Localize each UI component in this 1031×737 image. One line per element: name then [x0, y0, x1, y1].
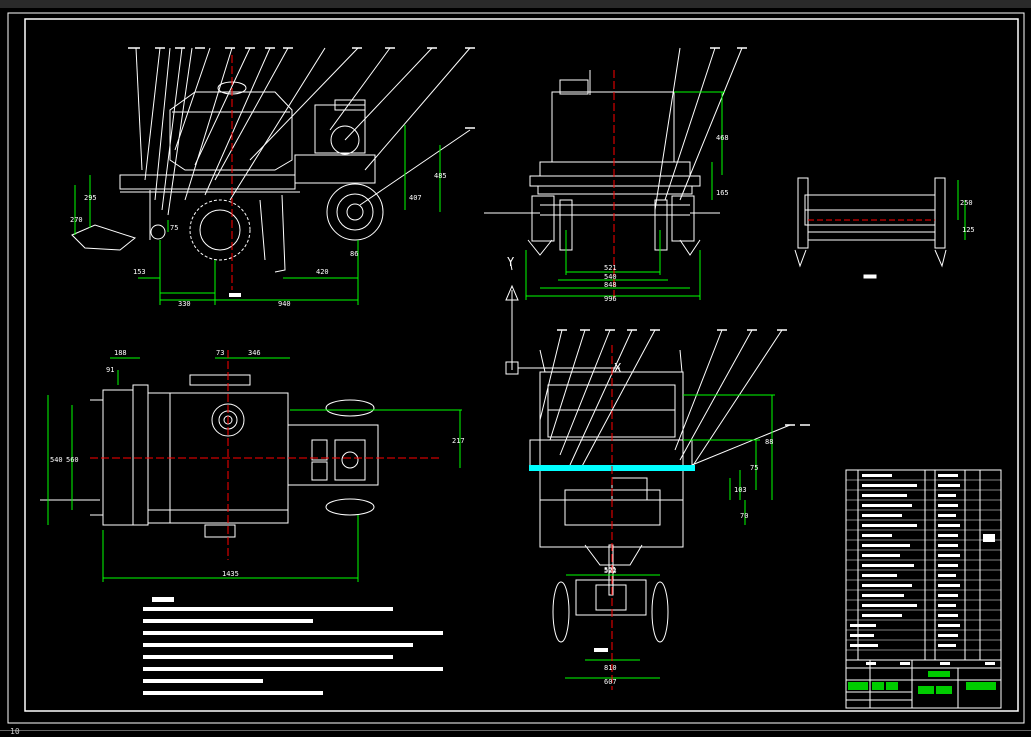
dim-text: 848	[604, 281, 617, 289]
dim-text: 103	[734, 486, 747, 494]
outer-frame	[7, 12, 1025, 724]
command-prompt: 10	[10, 727, 20, 736]
dim-text: 250	[960, 199, 973, 207]
dim-text: 521	[604, 566, 617, 574]
dim-text: 125	[962, 226, 975, 234]
toolbar-strip	[0, 0, 1031, 8]
dim-text: 1435	[222, 570, 239, 578]
front-view	[484, 47, 747, 256]
side-view-dims	[74, 125, 441, 305]
dim-text: 996	[604, 295, 617, 303]
dim-text: 468	[716, 134, 729, 142]
drawing-canvas[interactable]: 153 330 940 420 485 407 295 270 75 86	[0, 8, 1031, 730]
dim-text: 420	[316, 268, 329, 276]
parts-list	[845, 469, 1002, 661]
dim-text: 217	[452, 437, 465, 445]
inner-frame	[24, 18, 1019, 712]
dim-text: 91	[106, 366, 114, 374]
dim-text: 70	[740, 512, 748, 520]
dim-text: 188	[114, 349, 127, 357]
dim-text: 607	[604, 678, 617, 686]
tab-segment[interactable]	[0, 0, 141, 8]
dim-text: 73	[216, 349, 224, 357]
rear-view	[529, 329, 810, 643]
plan-view	[40, 374, 379, 538]
dim-text: 407	[409, 194, 422, 202]
dim-text: 330	[178, 300, 191, 308]
dim-text: 75	[170, 224, 178, 232]
cad-drawing[interactable]: 153 330 940 420 485 407 295 270 75 86	[0, 8, 1031, 730]
tab-segment[interactable]	[880, 0, 1031, 8]
technical-notes	[143, 597, 443, 695]
title-block	[845, 659, 1002, 709]
dim-text: 86	[350, 250, 358, 258]
ucs-icon	[505, 259, 620, 375]
dim-text: 940	[278, 300, 291, 308]
title-block-labels	[848, 671, 996, 694]
axis-x-label: X	[614, 361, 622, 375]
side-view	[71, 47, 475, 273]
dim-text: 88	[765, 438, 773, 446]
dim-text: 521	[604, 264, 617, 272]
tab-segment[interactable]	[680, 0, 881, 8]
command-line[interactable]: 10	[0, 727, 1031, 737]
right-view	[794, 177, 947, 279]
dim-text: 165	[716, 189, 729, 197]
dim-text: 270	[70, 216, 83, 224]
dim-text: 540	[50, 456, 63, 464]
view-label	[594, 648, 608, 652]
dim-text: 810	[604, 664, 617, 672]
dim-text: 540	[604, 273, 617, 281]
parts-list-text	[850, 474, 995, 647]
axis-y-label: Y	[507, 255, 515, 269]
front-view-dims	[525, 91, 725, 300]
dim-text: 153	[133, 268, 146, 276]
dim-text: 522	[604, 567, 617, 575]
dim-text: 346	[248, 349, 261, 357]
right-view-dims	[957, 180, 966, 240]
dim-text: 295	[84, 194, 97, 202]
plan-view-dims	[47, 357, 462, 582]
tab-segment[interactable]	[140, 0, 231, 8]
dim-text: 485	[434, 172, 447, 180]
dim-text: 560	[66, 456, 79, 464]
dim-text: 75	[750, 464, 758, 472]
tab-segment[interactable]	[430, 0, 681, 8]
tab-segment[interactable]	[230, 0, 431, 8]
view-label	[229, 293, 241, 297]
